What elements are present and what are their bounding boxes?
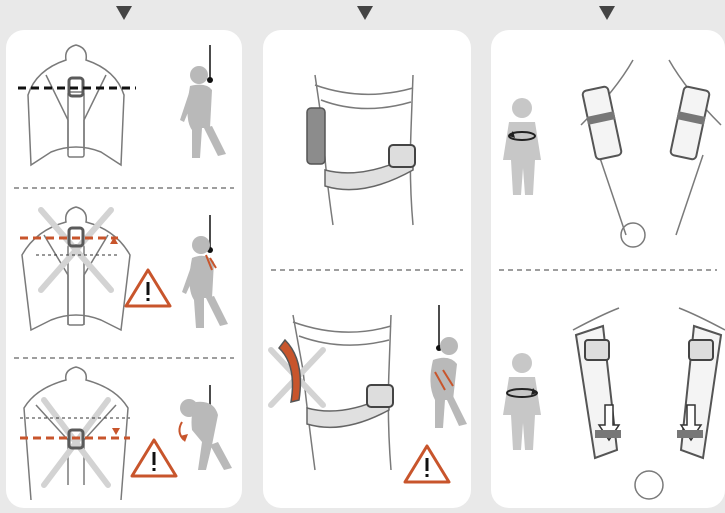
row-correct-position	[18, 45, 226, 165]
panel-chest-position	[6, 30, 242, 508]
triangle-down-icon	[599, 6, 615, 20]
plumb-line-icon	[207, 45, 213, 83]
row-incorrect-leg-loop	[271, 305, 467, 482]
person-silhouette-icon	[503, 98, 541, 195]
person-silhouette-icon	[503, 353, 541, 450]
torso-back-illustration	[24, 367, 128, 500]
leg-buckle-icon	[389, 145, 415, 167]
triangle-down-icon	[357, 6, 373, 20]
warning-triangle-icon	[405, 446, 449, 482]
torso-back-illustration	[28, 45, 124, 165]
row-too-high	[20, 207, 228, 330]
panel-shoulder-adjust	[491, 30, 725, 508]
warning-triangle-icon	[132, 440, 176, 476]
leg-buckle-icon	[367, 385, 393, 407]
hanging-figure-icon	[430, 337, 467, 428]
warning-triangle-icon	[126, 270, 170, 306]
x-mark-icon	[41, 210, 111, 290]
row-shoulder-tight	[503, 308, 725, 499]
row-too-low	[20, 367, 232, 500]
hanging-figure-icon	[180, 66, 226, 158]
hanging-figure-icon	[182, 236, 228, 328]
panel-leg-loops	[263, 30, 471, 508]
x-mark-icon	[44, 400, 108, 485]
triangle-down-icon	[116, 6, 132, 20]
buckle-icon	[585, 340, 609, 360]
row-correct-leg-loop	[307, 75, 415, 225]
row-shoulder-loose	[503, 60, 721, 247]
torso-back-illustration	[22, 207, 130, 330]
gear-loop-icon	[307, 108, 325, 164]
buckle-icon	[689, 340, 713, 360]
